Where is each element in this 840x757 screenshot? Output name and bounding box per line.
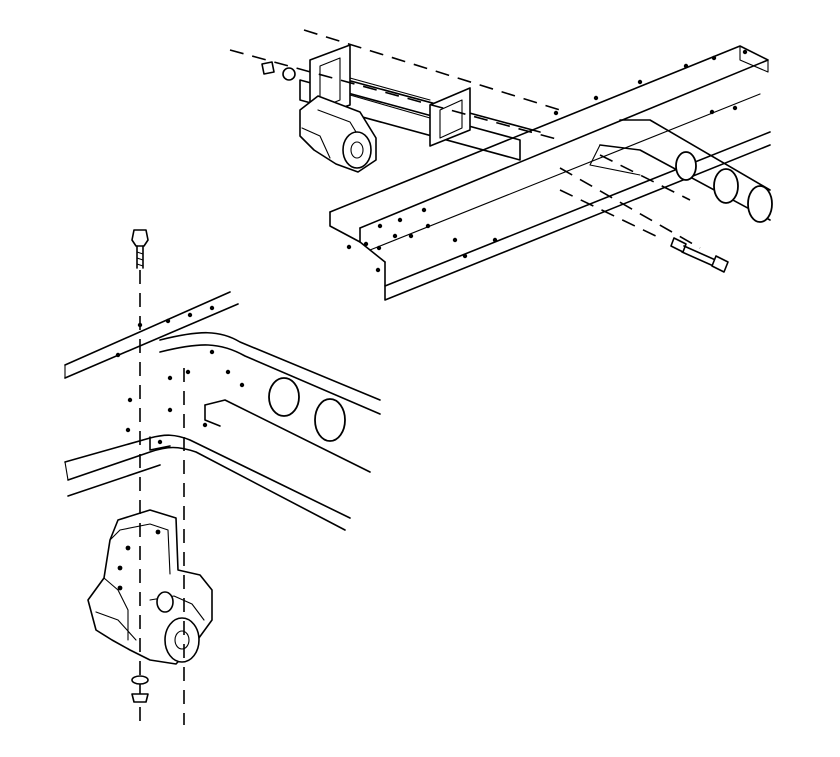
lower-dashed-guides — [139, 270, 185, 725]
upper-transmission-mount — [299, 95, 377, 173]
upper-crossmember — [299, 44, 541, 161]
upper-frame-rail — [329, 45, 773, 301]
lower-frame-rail — [64, 291, 381, 531]
upper-nut — [261, 61, 296, 81]
upper-bolt — [670, 237, 729, 273]
washer-and-nut — [131, 675, 149, 703]
mount-bolt — [131, 229, 149, 269]
lower-transmission-mount — [87, 509, 213, 665]
upper-dashed-guides — [229, 29, 701, 249]
